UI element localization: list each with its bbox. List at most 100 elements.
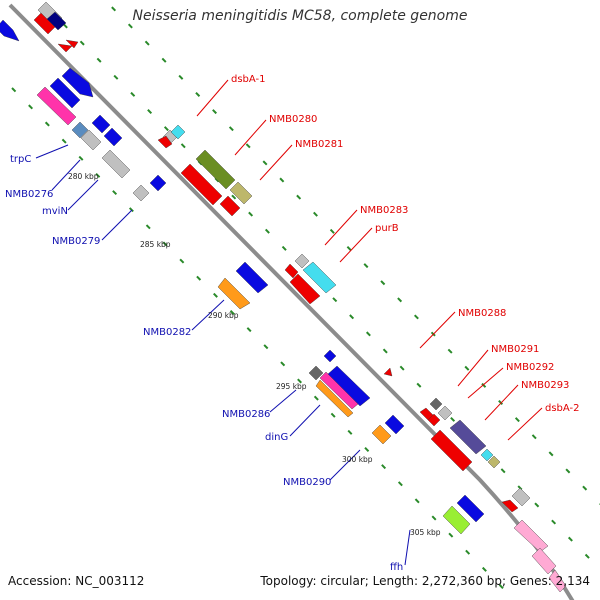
map-title: Neisseria meningitidis MC58, complete ge… bbox=[132, 8, 468, 24]
gene-arrow bbox=[80, 129, 102, 151]
leader-line bbox=[289, 404, 321, 437]
gene-arrow bbox=[308, 365, 324, 381]
gene-arrow bbox=[383, 367, 393, 377]
gene-arrow bbox=[101, 149, 131, 179]
tick-label: 280 kbp bbox=[68, 172, 99, 181]
tick-label: 290 kbp bbox=[208, 311, 239, 320]
gene-arrow bbox=[57, 43, 73, 53]
tick-label: 300 kbp bbox=[342, 455, 373, 464]
reverse-gene-labels: trpC NMB0276 mviN NMB0279 NMB0282 NMB028… bbox=[5, 154, 403, 573]
leader-line bbox=[484, 384, 519, 421]
gene-label-trpc: trpC bbox=[10, 154, 31, 165]
tick-label: 295 kbp bbox=[276, 382, 307, 391]
leader-line bbox=[67, 179, 99, 211]
gene-arrow bbox=[513, 519, 549, 553]
reverse-leader-lines bbox=[35, 144, 411, 566]
forward-gene-labels: dsbA-1 NMB0280 NMB0281 NMB0283 purB NMB0… bbox=[231, 74, 580, 414]
forward-strand-genes bbox=[33, 1, 567, 593]
gene-arrow bbox=[430, 429, 473, 472]
forward-leader-lines bbox=[196, 79, 543, 441]
gene-arrow bbox=[487, 455, 501, 469]
gene-arrow bbox=[315, 379, 354, 418]
gene-arrow bbox=[149, 174, 167, 192]
leader-line bbox=[101, 209, 133, 241]
gene-label-nmb0283: NMB0283 bbox=[360, 205, 408, 216]
leader-line bbox=[234, 119, 267, 156]
accession-text: Accession: NC_003112 bbox=[8, 574, 145, 588]
topology-text: Topology: circular; Length: 2,272,360 bp… bbox=[260, 574, 590, 588]
gene-arrow bbox=[511, 487, 531, 507]
gene-arrow bbox=[229, 181, 253, 205]
reverse-strand-genes bbox=[0, 19, 485, 535]
gene-arrow bbox=[327, 365, 371, 407]
gene-arrow bbox=[217, 277, 251, 310]
gene-label-nmb0293: NMB0293 bbox=[521, 380, 569, 391]
gene-arrow bbox=[456, 494, 485, 523]
gene-arrow bbox=[548, 569, 567, 593]
gene-arrow bbox=[0, 19, 20, 42]
gene-label-dsba-1: dsbA-1 bbox=[231, 74, 266, 85]
gene-arrow bbox=[180, 163, 223, 206]
genome-backbone bbox=[8, 3, 575, 600]
gene-arrow bbox=[429, 397, 443, 411]
gene-label-nmb0281: NMB0281 bbox=[295, 139, 343, 150]
gene-arrow bbox=[384, 414, 405, 435]
gene-label-nmb0276: NMB0276 bbox=[5, 189, 53, 200]
gene-arrow bbox=[157, 135, 173, 149]
gene-arrow bbox=[219, 195, 241, 217]
gene-label-nmb0279: NMB0279 bbox=[52, 236, 100, 247]
leader-line bbox=[259, 144, 293, 181]
tick-label: 305 kbp bbox=[410, 528, 441, 537]
gene-arrow bbox=[294, 253, 310, 269]
tick-label: 285 kbp bbox=[140, 240, 171, 249]
leader-line bbox=[419, 311, 456, 349]
leader-line bbox=[51, 159, 81, 191]
gene-arrow bbox=[371, 424, 392, 445]
tick-labels: 280 kbp 285 kbp 290 kbp 295 kbp 300 kbp … bbox=[68, 172, 441, 537]
gene-label-ffh: ffh bbox=[390, 562, 403, 573]
leader-line bbox=[457, 349, 489, 387]
gene-arrow bbox=[501, 499, 519, 513]
gene-arrow bbox=[235, 261, 269, 294]
gene-arrow bbox=[71, 121, 89, 139]
gene-arrow bbox=[437, 405, 453, 421]
track-line bbox=[11, 87, 516, 600]
leader-line bbox=[507, 407, 543, 441]
gene-label-nmb0292: NMB0292 bbox=[506, 362, 554, 373]
gene-arrow bbox=[531, 547, 557, 575]
leader-line bbox=[324, 209, 358, 246]
gene-arrow bbox=[46, 11, 67, 31]
gene-arrow bbox=[195, 149, 236, 190]
gene-label-dsba-2: dsbA-2 bbox=[545, 403, 580, 414]
gene-arrow bbox=[36, 86, 77, 126]
gene-arrow bbox=[91, 114, 111, 134]
gene-arrow bbox=[170, 124, 186, 140]
gene-arrow bbox=[284, 263, 299, 279]
leader-line bbox=[467, 367, 504, 399]
gene-arrow bbox=[289, 273, 321, 305]
gene-label-nmb0280: NMB0280 bbox=[269, 114, 317, 125]
gene-arrow bbox=[319, 371, 359, 410]
gene-label-nmb0290: NMB0290 bbox=[283, 477, 331, 488]
gene-arrow bbox=[302, 261, 337, 294]
gene-arrow bbox=[49, 77, 81, 109]
leader-line bbox=[339, 227, 373, 263]
gene-arrow bbox=[65, 39, 79, 49]
gene-label-purb: purB bbox=[375, 223, 399, 234]
gene-arrow bbox=[61, 67, 94, 98]
gene-arrow bbox=[449, 419, 487, 455]
gene-label-nmb0286: NMB0286 bbox=[222, 409, 270, 420]
dotted-tracks bbox=[11, 0, 600, 600]
gene-arrow bbox=[103, 127, 123, 147]
gene-label-mvin: mviN bbox=[42, 206, 68, 217]
leader-line bbox=[196, 79, 229, 117]
gene-arrow bbox=[132, 184, 150, 202]
gene-arrow bbox=[480, 448, 494, 462]
gene-label-nmb0282: NMB0282 bbox=[143, 327, 191, 338]
gene-label-ding: dinG bbox=[265, 432, 288, 443]
gene-arrow bbox=[323, 349, 337, 363]
leader-line bbox=[269, 389, 297, 413]
leader-line bbox=[329, 449, 361, 481]
